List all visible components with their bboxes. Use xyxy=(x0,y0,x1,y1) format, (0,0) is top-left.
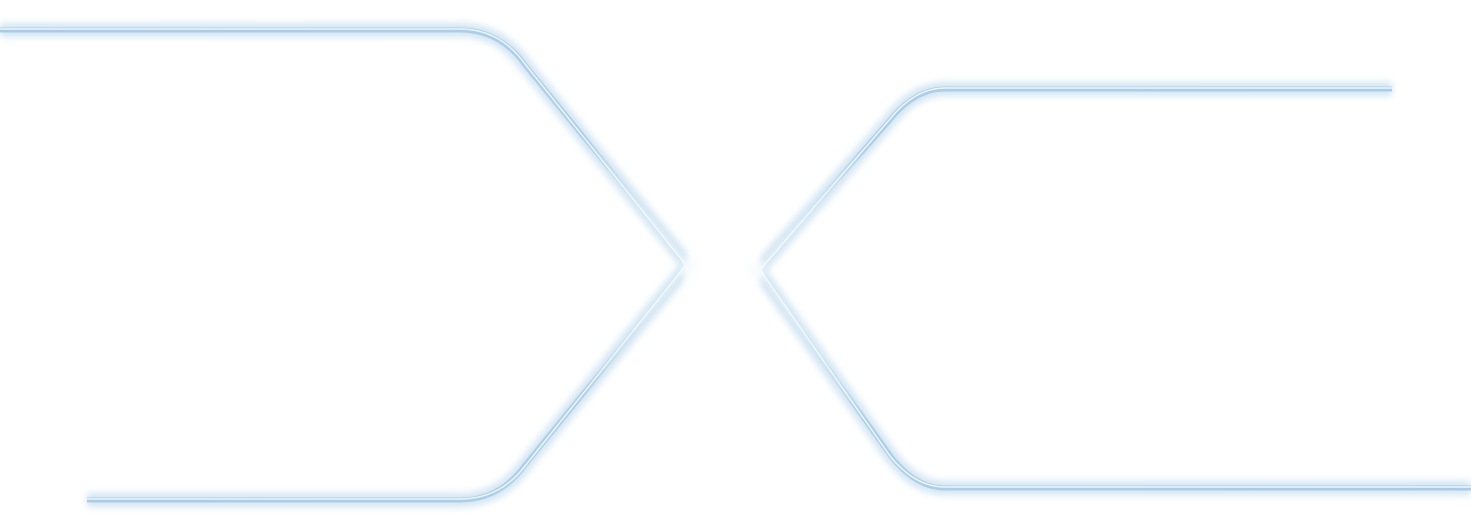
chevron-line-right-icon xyxy=(749,82,1471,495)
chevron-line-left-icon xyxy=(0,23,698,507)
center-glow xyxy=(683,240,763,300)
